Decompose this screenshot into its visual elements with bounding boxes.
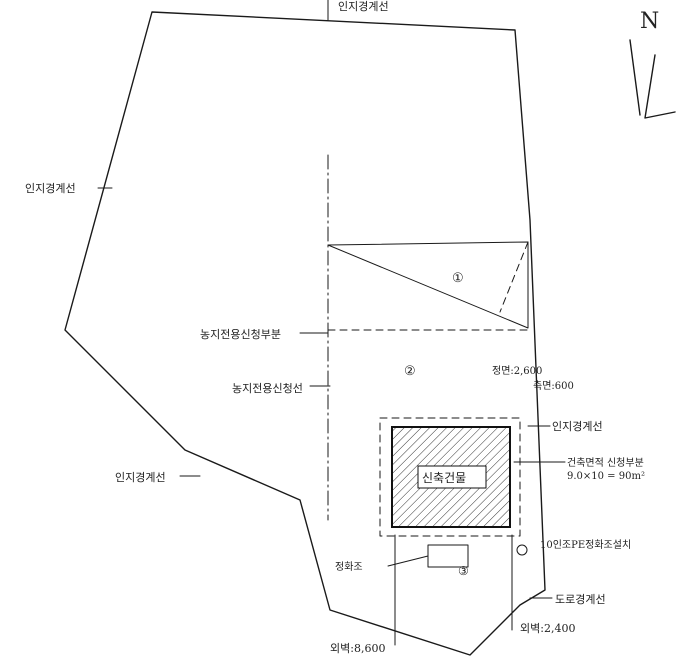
region-3-number: ③ (458, 564, 469, 578)
label-dim-left: 외벽:8,600 (330, 642, 385, 655)
label-tank: 정화조 (335, 561, 363, 573)
label-lower-left-boundary: 인지경계선 (115, 471, 166, 484)
label-left-boundary: 인지경계선 (25, 182, 76, 195)
septic-tank-icon (516, 544, 528, 556)
label-right-boundary: 인지경계선 (552, 420, 603, 433)
label-building-formula: 9.0×10 = 90m² (567, 471, 645, 482)
region-1-outline (327, 241, 529, 329)
label-top-boundary: 인지경계선 (338, 0, 389, 13)
north-letter: N (640, 9, 659, 34)
label-front-setback: 정면:2,600 (492, 365, 542, 377)
parcel-boundary-line (64, 11, 546, 656)
label-agri-use-portion: 농지전용신청부분 (200, 328, 281, 341)
application-boundary (379, 417, 521, 537)
label-agri-use-line: 농지전용신청선 (232, 382, 303, 395)
north-arrow: N (629, 9, 676, 119)
north-arrow-icon (629, 39, 641, 116)
region-2-number: ② (404, 364, 416, 379)
label-side-setback: 측면:600 (533, 380, 574, 392)
label-dim-right: 외벽:2,400 (520, 622, 575, 635)
label-septic: 10인조PE정화조설치 (540, 539, 631, 551)
label-new-building: 신축건물 (422, 471, 466, 485)
region-1-number: ① (452, 271, 464, 286)
label-building-area: 건축면적 신청부분 (567, 457, 644, 469)
label-road-boundary: 도로경계선 (555, 593, 606, 606)
